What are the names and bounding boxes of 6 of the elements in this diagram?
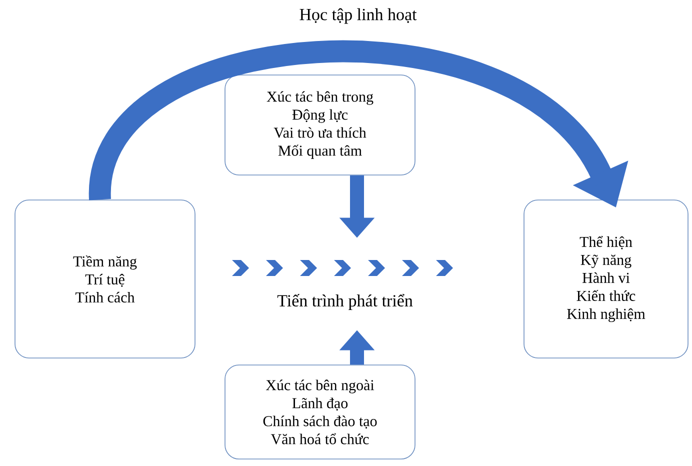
process-label: Tiến trình phát triển: [277, 294, 413, 310]
edge-label: Học tập linh hoạt: [300, 8, 417, 24]
process-box: Xúc tác bên trong Động lực Vai trò ưa thích Mối quan tâm: [224, 74, 416, 176]
process-box: Xúc tác bên ngoài Lãnh đạo Chính sách đào tạo Văn hoá tổ chức: [224, 364, 416, 460]
process-box: Tiềm năng Trí tuệ Tính cách: [14, 200, 196, 358]
process-box: Thể hiện Kỹ năng Hành vi Kiến thức Kinh nghiệm: [524, 200, 688, 358]
